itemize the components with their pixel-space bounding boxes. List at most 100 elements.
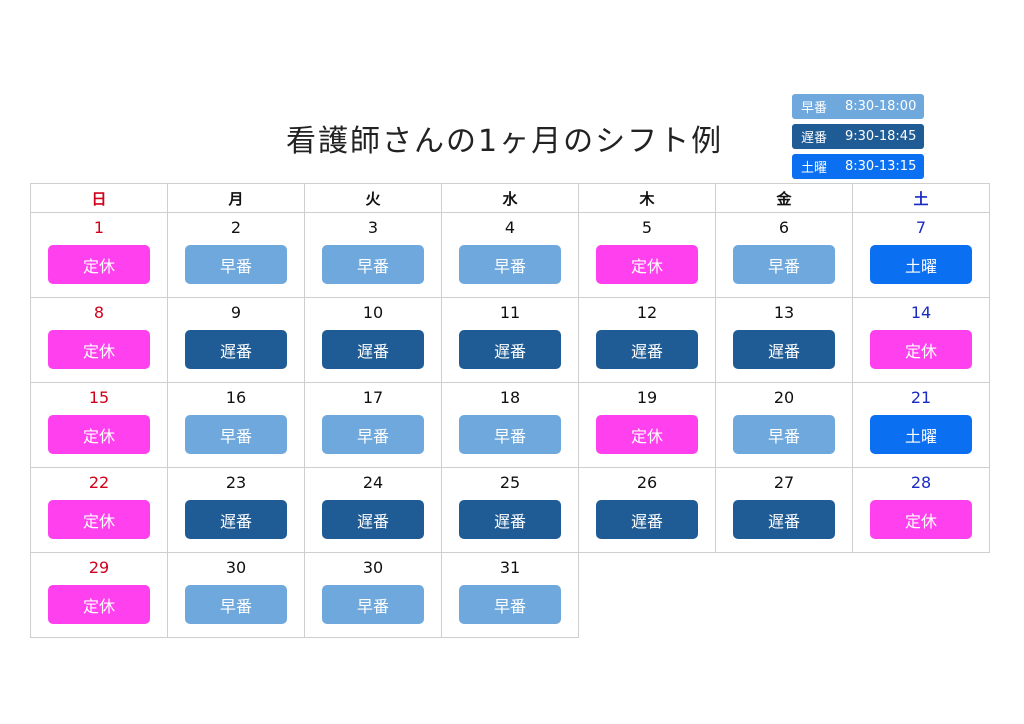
day-number: 15 [88,388,110,407]
weekday-header-row: 日 月 火 水 木 金 土 [30,183,990,213]
shift-badge: 遅番 [733,330,835,369]
shift-badge: 遅番 [596,500,698,539]
calendar-day-cell: 24 遅番 [304,467,442,553]
weekday-header: 日 [30,183,168,213]
legend-time: 8:30-13:15 [845,159,917,174]
day-number: 22 [88,473,110,492]
calendar-day-cell: 6 早番 [715,212,853,298]
calendar-day-cell: 19 定休 [578,382,716,468]
day-number: 13 [773,303,795,322]
calendar-day-cell: 12 遅番 [578,297,716,383]
calendar-day-cell: 28 定休 [852,467,990,553]
legend-label: 早番 [801,101,828,116]
shift-badge: 定休 [870,500,972,539]
page-title: 看護師さんの1ヶ月のシフト例 [286,124,724,159]
shift-badge: 遅番 [185,330,287,369]
shift-legend: 早番 8:30-18:00 遅番 9:30-18:45 土曜 8:30-13:1… [792,94,924,184]
shift-badge: 定休 [596,415,698,454]
day-number: 6 [778,218,790,237]
day-number: 14 [910,303,932,322]
calendar-day-cell: 26 遅番 [578,467,716,553]
calendar-day-cell: 10 遅番 [304,297,442,383]
shift-badge: 定休 [48,500,150,539]
shift-badge: 定休 [870,330,972,369]
weekday-header: 土 [852,183,990,213]
shift-badge: 定休 [596,245,698,284]
shift-badge: 早番 [459,415,561,454]
calendar-day-cell: 22 定休 [30,467,168,553]
shift-badge: 早番 [322,585,424,624]
calendar-day-cell: 14 定休 [852,297,990,383]
shift-badge: 土曜 [870,415,972,454]
shift-badge: 遅番 [185,500,287,539]
calendar-day-cell: 17 早番 [304,382,442,468]
calendar-day-cell: 29 定休 [30,552,168,638]
legend-time: 9:30-18:45 [845,129,917,144]
shift-badge: 早番 [459,585,561,624]
legend-item-late: 遅番 9:30-18:45 [792,124,924,149]
day-number: 30 [225,558,247,577]
shift-badge: 早番 [185,245,287,284]
day-number: 4 [504,218,516,237]
shift-badge: 定休 [48,330,150,369]
shift-badge: 早番 [459,245,561,284]
day-number: 3 [367,218,379,237]
empty-cell [853,553,990,638]
calendar-day-cell: 30 早番 [304,552,442,638]
day-number: 25 [499,473,521,492]
shift-badge: 早番 [185,415,287,454]
calendar-day-cell: 4 早番 [441,212,579,298]
shift-badge: 早番 [322,415,424,454]
day-number: 31 [499,558,521,577]
day-number: 28 [910,473,932,492]
day-number: 10 [362,303,384,322]
shift-badge: 早番 [733,245,835,284]
day-number: 26 [636,473,658,492]
calendar-day-cell: 7 土曜 [852,212,990,298]
legend-label: 土曜 [801,161,828,176]
shift-badge: 早番 [322,245,424,284]
day-number: 19 [636,388,658,407]
calendar-day-cell: 15 定休 [30,382,168,468]
day-number: 18 [499,388,521,407]
day-number: 30 [362,558,384,577]
weekday-header: 金 [715,183,853,213]
day-number: 5 [641,218,653,237]
legend-item-early: 早番 8:30-18:00 [792,94,924,119]
legend-item-saturday: 土曜 8:30-13:15 [792,154,924,179]
day-number: 21 [910,388,932,407]
empty-cell [579,553,716,638]
empty-cell [716,553,853,638]
day-number: 11 [499,303,521,322]
day-number: 1 [93,218,105,237]
calendar-day-cell: 5 定休 [578,212,716,298]
shift-badge: 遅番 [322,330,424,369]
day-number: 20 [773,388,795,407]
shift-badge: 遅番 [459,500,561,539]
legend-time: 8:30-18:00 [845,99,917,114]
day-number: 24 [362,473,384,492]
shift-badge: 遅番 [596,330,698,369]
shift-badge: 遅番 [322,500,424,539]
day-number: 17 [362,388,384,407]
day-number: 12 [636,303,658,322]
day-number: 29 [88,558,110,577]
day-number: 27 [773,473,795,492]
calendar-day-cell: 3 早番 [304,212,442,298]
legend-label: 遅番 [801,131,828,146]
day-number: 7 [915,218,927,237]
shift-badge: 定休 [48,415,150,454]
shift-badge: 遅番 [459,330,561,369]
day-number: 9 [230,303,242,322]
shift-badge: 定休 [48,585,150,624]
shift-badge: 土曜 [870,245,972,284]
